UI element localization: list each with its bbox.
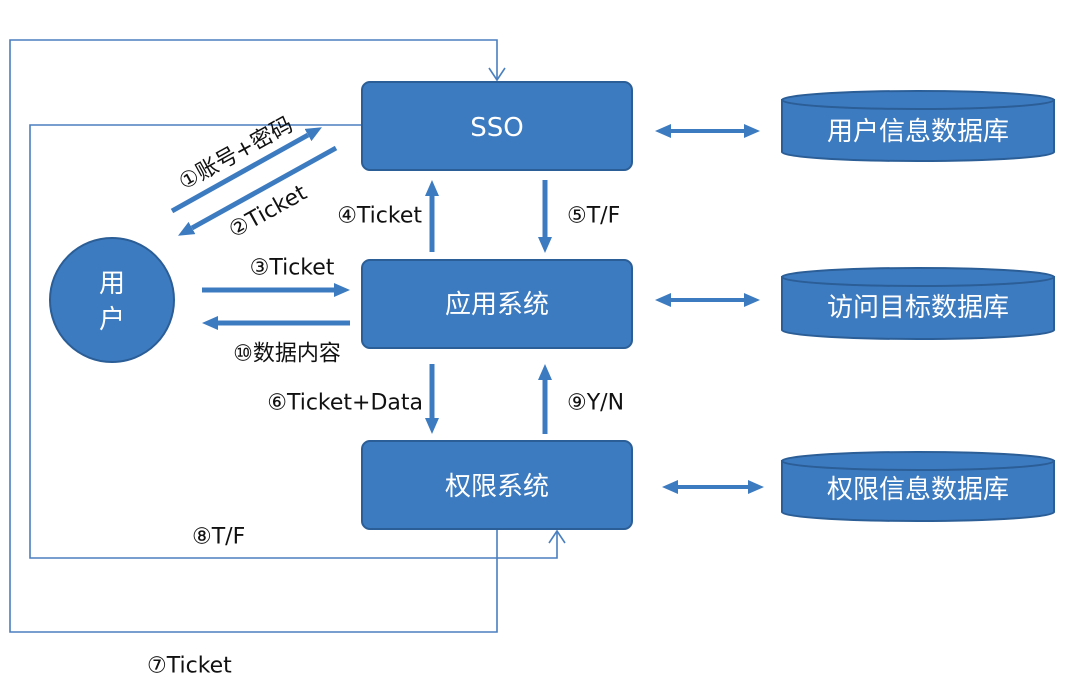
- database-access-target-top: [781, 267, 1055, 287]
- node-sso-box: [361, 81, 633, 171]
- node-app-system-box: [361, 259, 633, 349]
- database-access-target: 访问目标数据库: [781, 267, 1055, 340]
- database-access-target-label: 访问目标数据库: [827, 293, 1009, 323]
- node-user-circle: [49, 237, 175, 363]
- database-auth-info-body: [781, 460, 1055, 522]
- node-auth-system-box: [361, 440, 633, 530]
- label-step3: ③Ticket: [250, 256, 335, 281]
- node-user: 用 户: [49, 237, 175, 363]
- node-user-label-line1: 用: [99, 269, 125, 299]
- label-step7: ⑦Ticket: [147, 654, 232, 679]
- label-step4: ④Ticket: [337, 204, 422, 229]
- database-auth-info: 权限信息数据库: [781, 451, 1055, 522]
- label-step2: ②Ticket: [225, 180, 312, 243]
- node-sso: SSO: [361, 81, 633, 171]
- database-auth-info-top: [781, 451, 1055, 471]
- database-auth-info-label: 权限信息数据库: [827, 475, 1009, 505]
- node-auth-system-label: 权限系统: [445, 472, 549, 502]
- label-step10: ⑩数据内容: [233, 342, 341, 367]
- node-sso-label: SSO: [470, 113, 523, 143]
- node-app-system: 应用系统: [361, 259, 633, 349]
- label-step5: ⑤T/F: [567, 204, 620, 229]
- label-step8: ⑧T/F: [192, 525, 245, 550]
- node-auth-system: 权限系统: [361, 440, 633, 530]
- database-user-info: 用户信息数据库: [781, 90, 1055, 162]
- database-user-info-label: 用户信息数据库: [827, 117, 1009, 147]
- connector-step7: [9, 39, 506, 633]
- label-step6: ⑥Ticket+Data: [267, 391, 423, 416]
- arrow-step2: [178, 145, 338, 236]
- arrow-step1: [170, 127, 322, 214]
- database-user-info-top: [781, 90, 1055, 110]
- connector-step7-arrowhead: [488, 67, 506, 82]
- node-user-label-line2: 户: [99, 305, 125, 335]
- label-step9: ⑨Y/N: [567, 391, 624, 416]
- database-user-info-body: [781, 99, 1055, 162]
- connector-step8: [29, 124, 566, 559]
- database-access-target-body: [781, 276, 1055, 340]
- node-app-system-label: 应用系统: [445, 290, 549, 320]
- connector-step7-path: [9, 39, 498, 633]
- connector-step8-path: [29, 124, 558, 559]
- connector-step8-arrowhead: [548, 529, 566, 544]
